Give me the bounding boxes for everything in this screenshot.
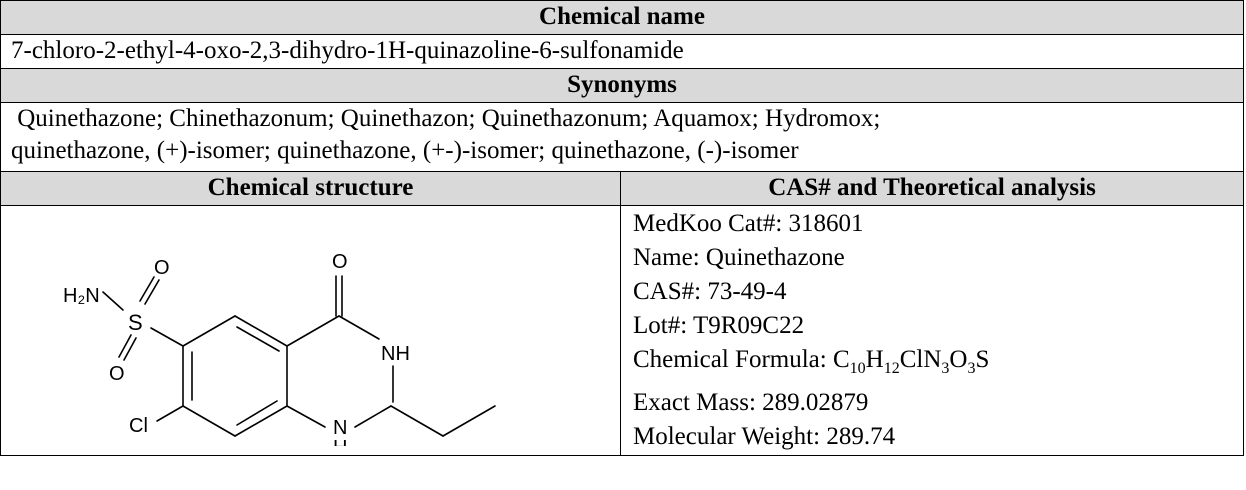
- analysis-header: CAS# and Theoretical analysis: [619, 171, 1245, 206]
- bond-ring-3: [234, 405, 288, 437]
- bond-ring-cl: [156, 405, 184, 422]
- bond-c4-ring: [286, 315, 340, 347]
- molecular-weight-line: Molecular Weight: 289.74: [633, 423, 896, 450]
- bond-ring-inner-2: [236, 400, 278, 426]
- formula-line: Chemical Formula: C10H12ClN3O3S: [633, 346, 990, 377]
- bond-s-ring: [150, 327, 184, 347]
- synonyms-line-1: Quinethazone; Chinethazonum; Quinethazon…: [11, 105, 881, 132]
- bond-ring-1: [234, 315, 288, 347]
- bond-ring-6: [182, 315, 236, 347]
- bond-s-o-top-a: [144, 279, 160, 305]
- lot-line: Lot#: T9R09C22: [633, 312, 805, 339]
- bond-n-s: [102, 291, 124, 311]
- analysis-cell: MedKoo Cat#: 318601 Name: Quinethazone C…: [619, 205, 1245, 456]
- label-carbonyl-oxygen: O: [332, 251, 348, 273]
- chemical-spec-table: Chemical name 7-chloro-2-ethyl-4-oxo-2,3…: [0, 0, 1245, 459]
- bond-s-o-top-b: [139, 276, 155, 302]
- chemical-name-header: Chemical name: [0, 0, 1245, 35]
- bond-ch2-ch3: [442, 405, 496, 437]
- synonyms-cell: Quinethazone; Chinethazonum; Quinethazon…: [0, 102, 1245, 172]
- label-h-bottom: H: [333, 437, 347, 446]
- label-oxygen-bottom: O: [109, 363, 125, 385]
- bond-c2-ch2: [390, 405, 444, 437]
- chemical-name-value: 7-chloro-2-ethyl-4-oxo-2,3-dihydro-1H-qu…: [0, 34, 1245, 69]
- label-sulfur: S: [128, 310, 143, 335]
- cas-line: CAS#: 73-49-4: [633, 278, 787, 305]
- bond-s-o-bottom-a: [118, 334, 132, 358]
- bond-c4-n3: [338, 315, 380, 340]
- label-oxygen-top: O: [154, 257, 170, 279]
- synonyms-line-2: quinethazone, (+)-isomer; quinethazone, …: [11, 137, 799, 164]
- bond-c2-n1: [354, 405, 392, 428]
- synonyms-header: Synonyms: [0, 68, 1245, 103]
- exact-mass-line: Exact Mass: 289.02879: [633, 389, 869, 416]
- chemical-structure-drawing: H₂N S O O O NH Cl N H: [63, 251, 496, 459]
- bond-ring-4: [182, 405, 236, 437]
- label-nh-right: NH: [381, 343, 410, 365]
- bond-ring-inner-1: [236, 326, 280, 352]
- label-amine: H₂N: [63, 285, 100, 307]
- bond-s-o-bottom-b: [123, 337, 137, 361]
- structure-cell: H₂N S O O O NH Cl N H: [0, 205, 621, 459]
- chemical-structure-header: Chemical structure: [0, 171, 621, 206]
- label-n-bottom: N: [333, 417, 347, 439]
- label-chlorine: Cl: [129, 415, 148, 437]
- medkoo-cat-line: MedKoo Cat#: 318601: [633, 210, 864, 237]
- name-line: Name: Quinethazone: [633, 244, 845, 271]
- bond-n1-ring: [286, 405, 326, 428]
